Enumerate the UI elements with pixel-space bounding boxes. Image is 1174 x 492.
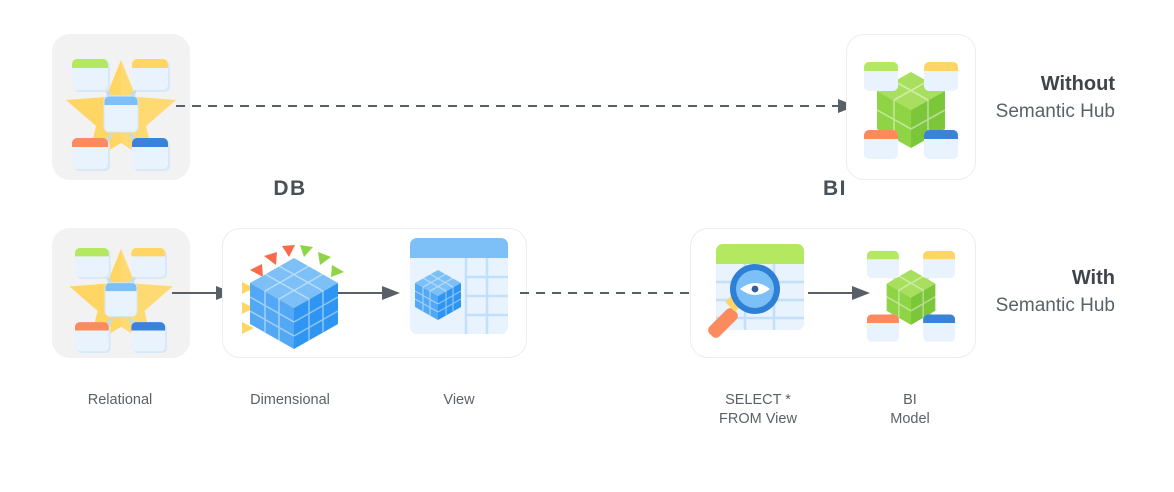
triangles-yellow — [242, 282, 254, 334]
label-with-rest: Semantic Hub — [995, 295, 1115, 316]
caption-bi-model: BI Model — [890, 392, 930, 427]
dashed-arrow-top — [176, 96, 860, 116]
select-query-svg — [708, 244, 804, 338]
small-cube-in-view — [414, 270, 462, 320]
label-with-strong: With — [1071, 267, 1115, 289]
star-schema-icon-bottom — [60, 232, 182, 354]
magnifier-lens — [730, 264, 780, 314]
dashed-arrow-bottom — [520, 283, 710, 303]
bi-model-icon-bottom — [852, 234, 970, 352]
label-without-semantic-hub: Without Semantic Hub — [960, 70, 1115, 126]
group-title-db: DB — [273, 177, 307, 200]
caption-view: View — [443, 392, 475, 408]
bi-model-icon-top — [852, 44, 970, 170]
bi-model-svg-top — [864, 62, 958, 159]
caption-select-from-view: SELECT * FROM View — [719, 392, 797, 427]
dimensional-cube-svg — [242, 245, 344, 349]
arrow-dimensional-to-view — [338, 283, 402, 303]
view-table-svg — [410, 238, 508, 334]
group-title-bi: BI — [823, 177, 847, 200]
caption-dimensional: Dimensional — [250, 392, 330, 408]
blue-cube — [249, 258, 339, 349]
label-without-rest: Semantic Hub — [995, 101, 1115, 122]
green-cube-bottom — [886, 269, 936, 325]
view-table-icon — [404, 232, 514, 352]
arrow-select-to-bi-model — [808, 283, 872, 303]
triangles-orange — [250, 245, 295, 277]
star-schema-svg — [66, 59, 176, 171]
label-without-strong: Without — [1040, 73, 1115, 95]
label-with-semantic-hub: With Semantic Hub — [960, 264, 1115, 320]
select-query-icon — [702, 234, 814, 352]
caption-relational: Relational — [87, 392, 153, 408]
bi-model-svg-bottom — [866, 250, 956, 342]
star-schema-svg-bottom — [69, 247, 173, 354]
star-schema-icon-top — [60, 42, 182, 172]
triangles-green — [300, 245, 344, 277]
dimensional-cube-icon — [234, 234, 354, 354]
